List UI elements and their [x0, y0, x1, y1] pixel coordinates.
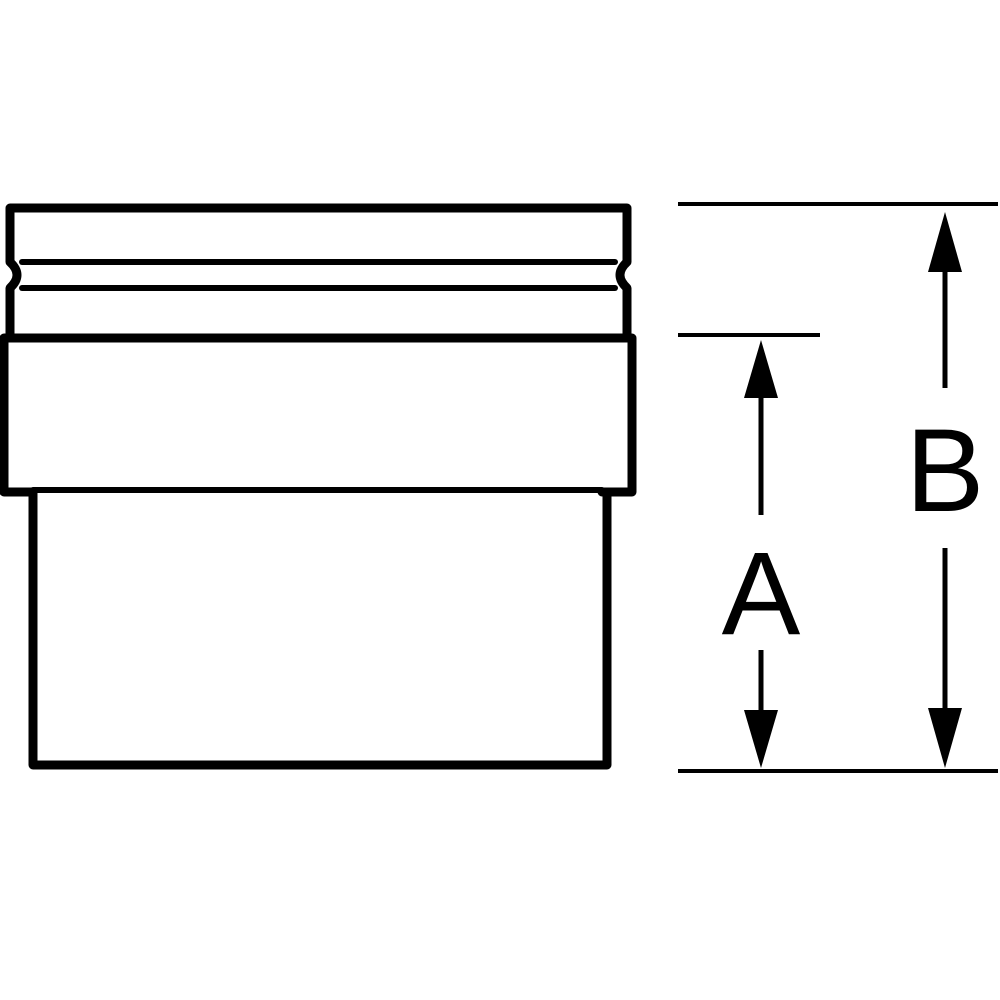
dimension-a-label: A — [722, 528, 801, 660]
dimension-b: B — [678, 202, 998, 773]
dimension-b-arrow-up — [928, 212, 962, 272]
dimension-b-arrow-down — [928, 708, 962, 768]
spigot-body-outline — [28, 487, 612, 770]
pipe-fitting — [0, 203, 637, 770]
dimension-b-label: B — [906, 405, 985, 537]
dimension-a-arrow-up — [744, 340, 778, 398]
hub-band-outline — [0, 333, 637, 497]
dimension-a: A — [678, 333, 820, 768]
top-collar-outline — [5, 203, 632, 343]
dimension-a-arrow-down — [744, 710, 778, 768]
